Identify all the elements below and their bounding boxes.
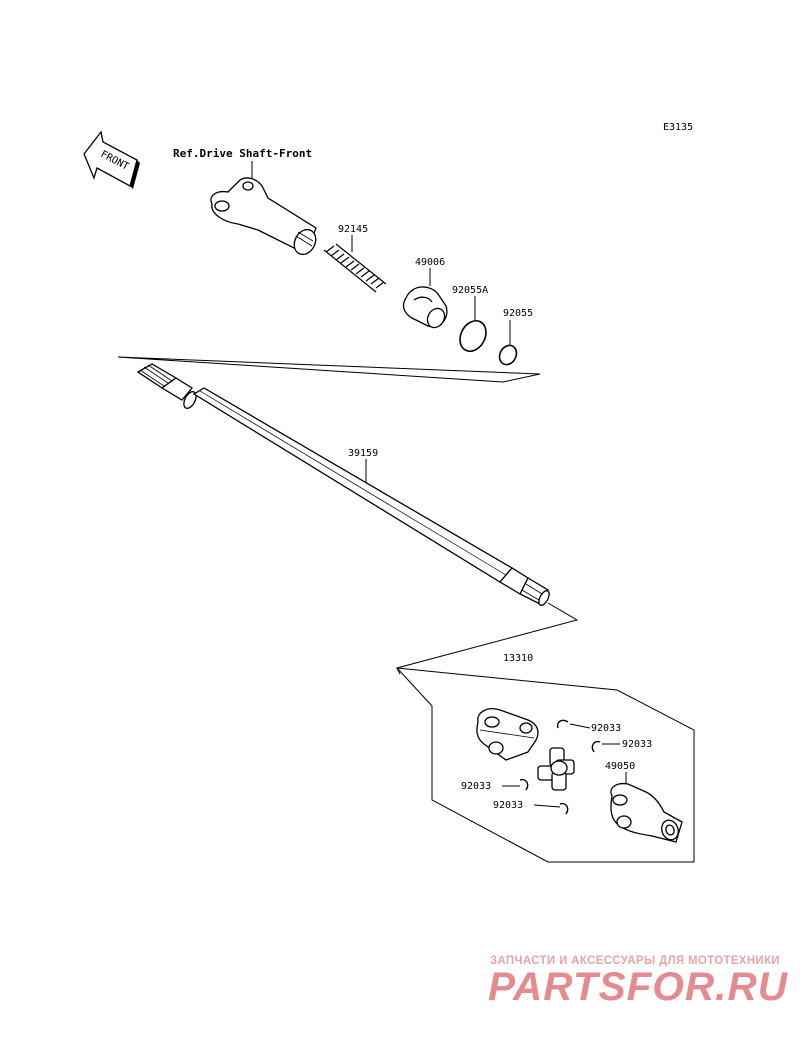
watermark-logo: PARTSFOR.RU xyxy=(488,965,788,1009)
part-number-92055A: 92055A xyxy=(452,285,488,296)
circlip-1-icon xyxy=(556,719,569,729)
part-number-92055: 92055 xyxy=(503,308,533,319)
circlip-3-icon xyxy=(519,778,529,791)
front-yoke-part xyxy=(210,177,317,256)
part-number-49006: 49006 xyxy=(415,257,445,268)
diagram-code: E3135 xyxy=(663,122,693,133)
part-number-92033-b: 92033 xyxy=(622,739,652,750)
spring-part xyxy=(323,243,387,293)
part-number-92033-c: 92033 xyxy=(461,781,491,792)
slip-yoke-part xyxy=(610,782,683,843)
part-number-39159: 39159 xyxy=(348,448,378,459)
circlip-2-icon xyxy=(591,740,601,753)
large-oring-part xyxy=(459,319,487,353)
watermark-tagline: ЗАПЧАСТИ И АКСЕССУАРЫ ДЛЯ МОТОТЕХНИКИ xyxy=(490,953,780,967)
part-number-92033-d: 92033 xyxy=(493,800,523,811)
small-oring-part xyxy=(498,344,518,366)
part-number-92033-a: 92033 xyxy=(591,723,621,734)
joint-assembly-frame xyxy=(395,667,695,863)
part-number-13310: 13310 xyxy=(503,653,533,664)
front-arrow-icon: FRONT xyxy=(83,130,140,189)
circlip-4-icon xyxy=(559,802,569,815)
cross-spider-part xyxy=(537,747,575,791)
ref-drive-shaft-label: Ref.Drive Shaft-Front xyxy=(173,147,312,160)
part-number-49050: 49050 xyxy=(605,761,635,772)
part-number-92145: 92145 xyxy=(338,224,368,235)
boot-part xyxy=(402,286,448,329)
drive-shaft-part xyxy=(136,363,550,606)
joint-yoke-part xyxy=(476,708,539,761)
